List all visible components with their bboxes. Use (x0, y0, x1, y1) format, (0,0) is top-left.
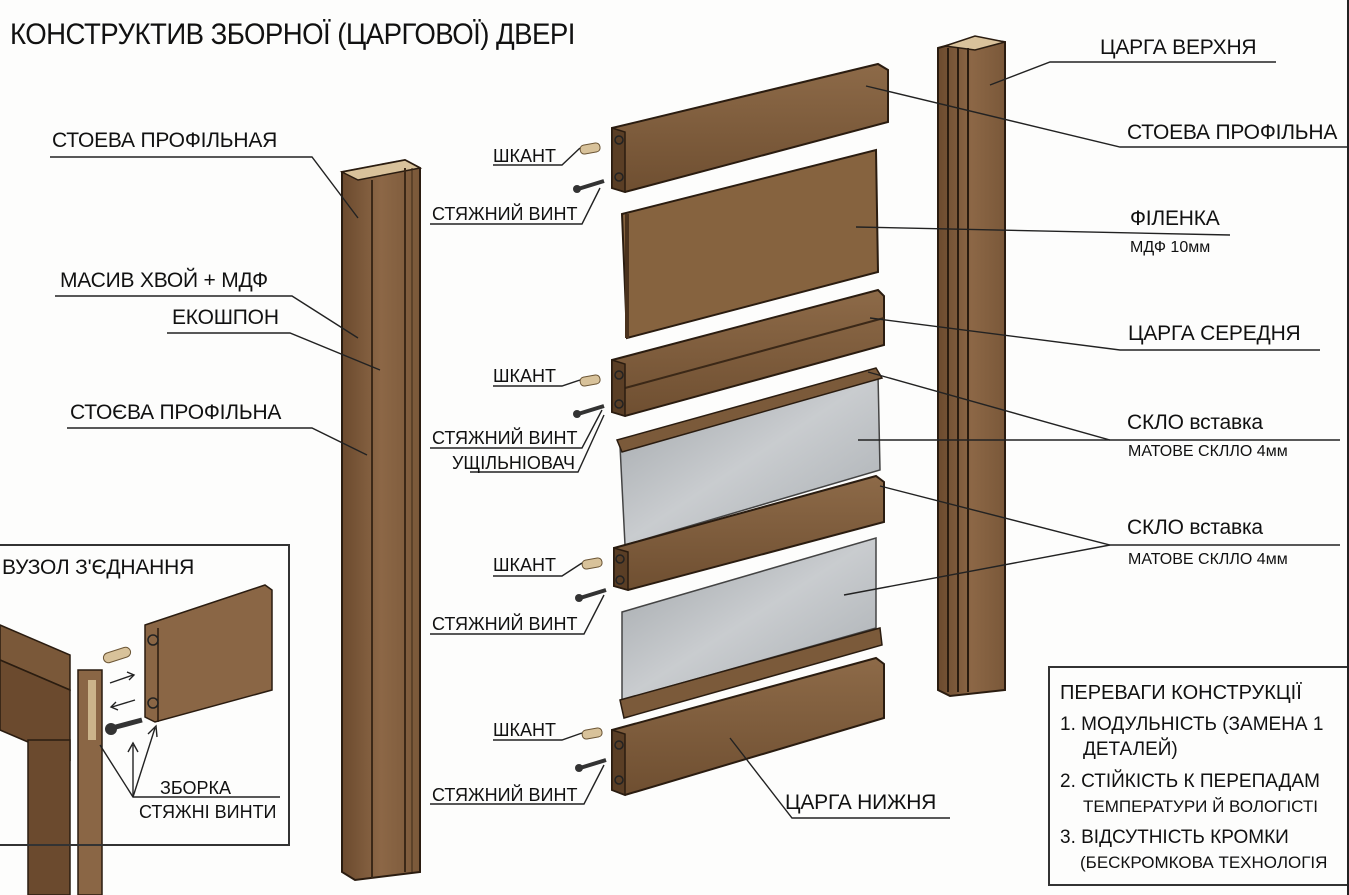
bottom-rail (611, 656, 885, 797)
label-eco-veneer: ЕКОШПОН (172, 306, 279, 329)
advantages-box (1048, 666, 1349, 886)
label-panel-spec: МДФ 10мм (1130, 239, 1211, 256)
label-stile-profile-right: СТОЕВА ПРОФІЛЬНА (1127, 121, 1338, 144)
lower-middle-rail (613, 474, 885, 592)
advantage-item-3: 3. ВІДСУТНІСТЬ КРОМКИ (1060, 827, 1289, 848)
label-bottom-rail: ЦАРГА НИЖНЯ (785, 791, 937, 814)
screw-icon (575, 588, 607, 602)
label-stile-profile-2: СТОЄВА ПРОФІЛЬНА (70, 401, 282, 424)
label-glass-1: СКЛО вставка (1127, 411, 1263, 434)
joint-inset-box (0, 544, 290, 846)
label-seal: УЩІЛЬНІОВАЧ (452, 453, 575, 473)
label-glass-2-spec: МАТОВЕ СКЛЛО 4мм (1128, 551, 1288, 568)
label-tie-screws: СТЯЖНІ ВИНТИ (139, 802, 277, 822)
label-tie-screw: СТЯЖНИЙ ВИНТ (432, 204, 578, 224)
label-dowel: ШКАНТ (493, 146, 556, 166)
advantages-title: ПЕРЕВАГИ КОНСТРУКЦІЇ (1060, 682, 1302, 704)
glass-insert-1 (615, 367, 884, 546)
joint-arrows (99, 671, 280, 798)
screw-icon (573, 404, 605, 418)
advantage-item-1: 1. МОДУЛЬНІСТЬ (ЗАМЕНА 1 (1060, 714, 1324, 735)
advantage-item-2-cont: ТЕМПЕРАТУРИ Й ВОЛОГІСТІ (1083, 797, 1318, 816)
panel (620, 148, 880, 340)
joint-inset-artwork (0, 584, 273, 895)
right-stile (937, 35, 1006, 698)
top-rail (611, 62, 889, 194)
screw-icon (573, 179, 605, 193)
middle-rail (611, 288, 885, 418)
label-dowel: ШКАНТ (493, 555, 556, 575)
advantage-item-3-cont: (БЕСКРОМКОВА ТЕХНОЛОГІЯ (1080, 853, 1328, 872)
page-title: КОНСТРУКТИВ ЗБОРНОЇ (ЦАРГОВОЇ) ДВЕРІ (10, 18, 575, 51)
label-tie-screw: СТЯЖНИЙ ВИНТ (432, 428, 578, 448)
label-panel: ФІЛЕНКА (1130, 207, 1220, 230)
advantage-item-2: 2. СТІЙКІСТЬ К ПЕРЕПАДАМ (1060, 771, 1320, 792)
dowel-icon (579, 374, 601, 387)
label-top-rail: ЦАРГА ВЕРХНЯ (1100, 36, 1257, 59)
label-middle-rail: ЦАРГА СЕРЕДНЯ (1128, 322, 1301, 345)
screw-icon (575, 758, 607, 772)
dowel-icon (581, 727, 603, 740)
glass-insert-2 (619, 537, 883, 719)
label-glass-2: СКЛО вставка (1127, 516, 1263, 539)
leader-lines (50, 61, 1349, 819)
label-dowel: ШКАНТ (493, 366, 556, 386)
image-edge (1347, 0, 1349, 895)
label-stile-profile-1: СТОЕВА ПРОФІЛЬНАЯ (52, 129, 278, 152)
joint-inset-title: ВУЗОЛ З'ЄДНАННЯ (2, 556, 195, 579)
label-tie-screw: СТЯЖНИЙ ВИНТ (432, 785, 578, 805)
label-glass-1-spec: МАТОВЕ СКЛЛО 4мм (1128, 443, 1288, 460)
dowel-icon (581, 557, 603, 570)
left-stile (339, 158, 423, 882)
dowel-icon (579, 142, 601, 155)
label-dowel: ШКАНТ (493, 720, 556, 740)
label-assembly: ЗБОРКА (160, 778, 231, 798)
label-tie-screw: СТЯЖНИЙ ВИНТ (432, 614, 578, 634)
label-solid-pine-mdf: МАСИВ ХВОЙ + МДФ (60, 269, 268, 292)
advantage-item-1-cont: ДЕТАЛЕЙ) (1083, 739, 1178, 760)
